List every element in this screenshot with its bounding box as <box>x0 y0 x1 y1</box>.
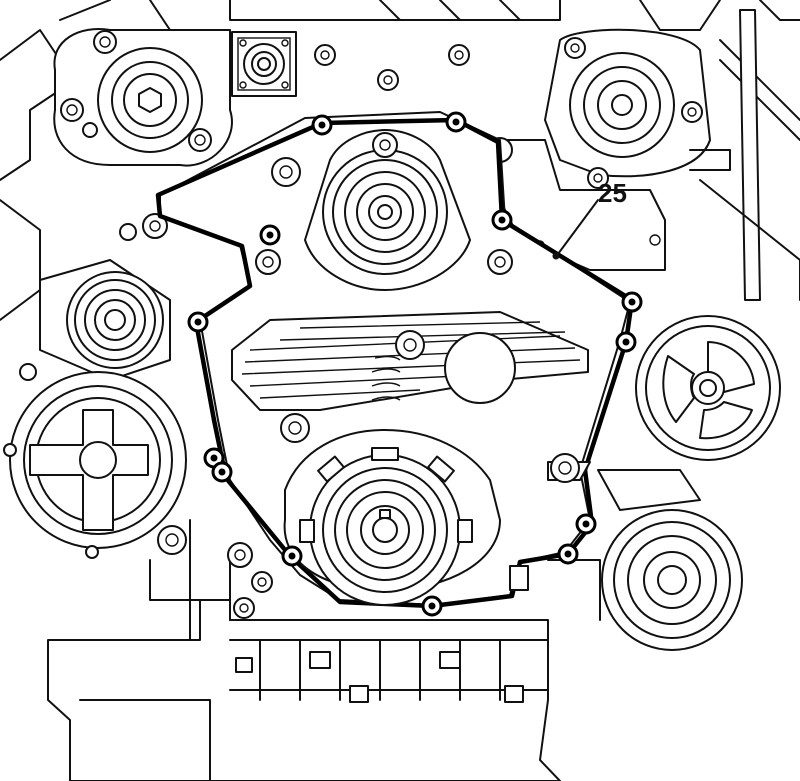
lower-left-hardware <box>227 542 273 619</box>
sensor-block <box>231 31 470 97</box>
gasket-bolt-center <box>218 468 226 476</box>
left-large-pulley <box>3 371 187 559</box>
callout-25: 25 <box>552 178 627 260</box>
gasket-bolts <box>187 111 643 617</box>
right-mid-pulley <box>635 315 781 461</box>
gasket-bolt-center <box>266 231 274 239</box>
gasket-bolt-center <box>628 298 636 306</box>
gasket-bolt-center <box>622 338 630 346</box>
cam-sprocket <box>255 129 513 291</box>
gasket-bolt-center <box>194 318 202 326</box>
crank-sprocket <box>283 429 591 606</box>
gasket-bolt-center <box>564 550 572 558</box>
left-idler-pulley <box>19 213 171 381</box>
ribbed-section <box>231 311 589 443</box>
gasket-bolt-center <box>288 552 296 560</box>
callout-number: 25 <box>598 178 627 208</box>
gasket-bolt-center <box>582 520 590 528</box>
gasket-bolt-center <box>428 602 436 610</box>
engine-block <box>0 0 800 641</box>
gasket-bolt-center <box>318 121 326 129</box>
gasket-bolt-center <box>210 454 218 462</box>
upper-left-bracket <box>53 28 233 167</box>
gasket-bolt-center <box>452 118 460 126</box>
right-lower-pulley <box>597 469 743 651</box>
upper-right-pulley <box>544 28 731 189</box>
gasket-bolt-center <box>498 216 506 224</box>
oil-sump <box>47 599 561 781</box>
